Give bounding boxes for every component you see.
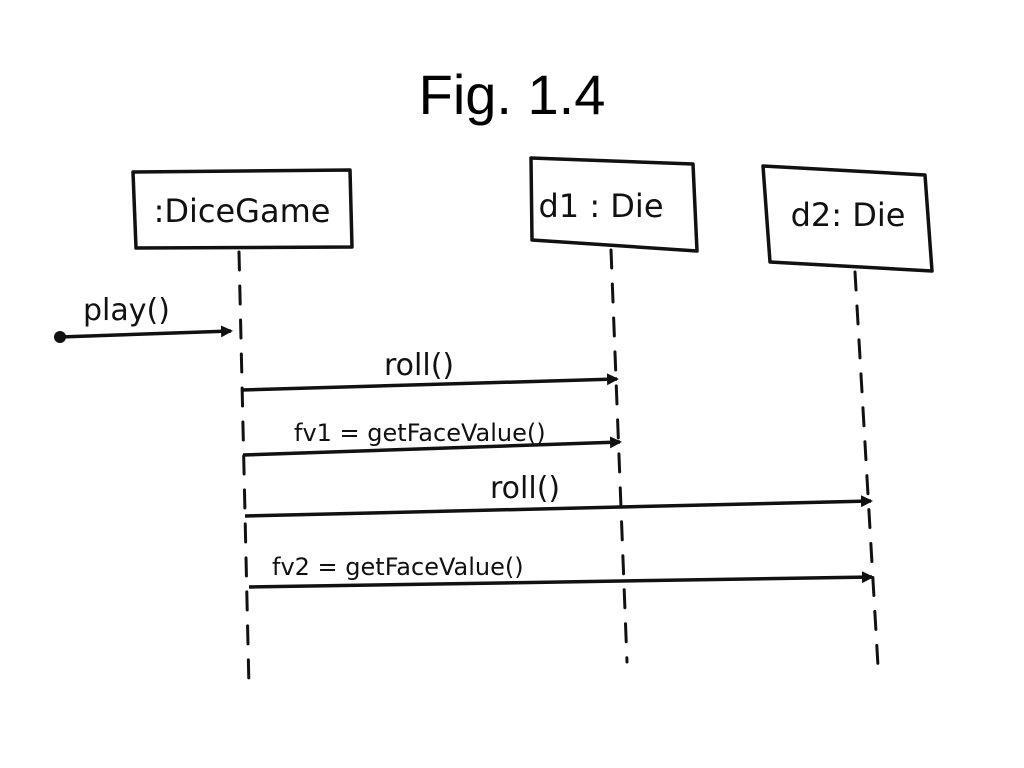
message-label-getfacevalue-d2: fv2 = getFaceValue() [272,553,524,581]
message-play: play() [54,293,233,343]
message-arrow-roll-d2 [244,495,873,518]
message-label-getfacevalue-d1: fv1 = getFaceValue() [294,419,546,447]
lifeline-box-dicegame [131,168,354,250]
lifeline-line-d1 [609,248,629,664]
lifeline-label-d2: d2: Die [791,196,906,234]
lifeline-d2: d2: Die [761,164,934,668]
message-label-roll-d1: roll() [384,348,454,383]
message-arrow-getfacevalue-d2 [248,571,874,589]
lifeline-d1: d1 : Die [529,156,699,664]
lifeline-line-d2 [853,270,880,668]
lifeline-box-d1 [529,156,699,253]
message-getfacevalue-d2: fv2 = getFaceValue() [248,553,874,589]
lifeline-label-dicegame: :DiceGame [154,192,331,230]
message-arrow-getfacevalue-d1 [242,436,622,457]
message-arrow-play [59,325,233,339]
message-arrow-roll-d1 [241,373,619,392]
message-roll-d2: roll() [244,471,873,518]
lifeline-dicegame: :DiceGame [131,168,354,690]
lifeline-box-d2 [761,164,934,273]
lifeline-line-dicegame [237,250,251,690]
slide-title: Fig. 1.4 [418,63,606,126]
message-label-play: play() [83,293,170,328]
message-getfacevalue-d1: fv1 = getFaceValue() [242,419,622,457]
lifeline-label-d1: d1 : Die [538,187,663,225]
message-roll-d1: roll() [241,348,619,392]
message-label-roll-d2: roll() [490,471,560,506]
